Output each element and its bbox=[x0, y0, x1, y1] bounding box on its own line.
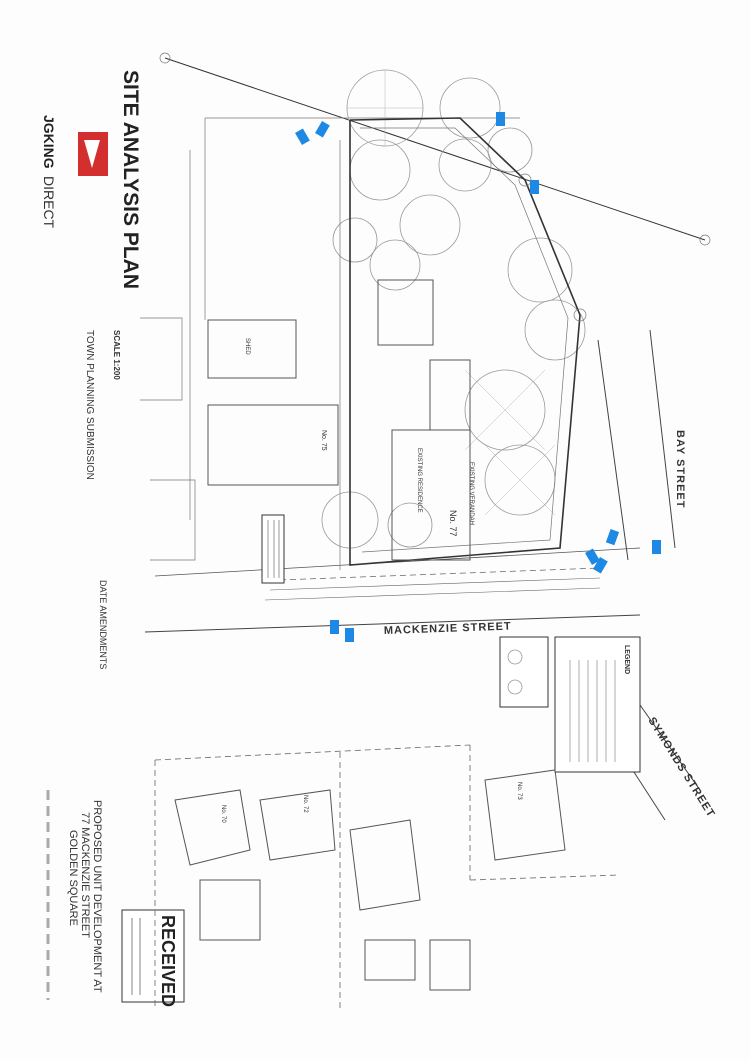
existing-verandah-label: EXISTING VERANDAH bbox=[468, 462, 474, 525]
existing-residence-label: EXISTING RESIDENCE bbox=[416, 448, 422, 513]
bay-street bbox=[597, 329, 676, 561]
existing-garage bbox=[377, 279, 434, 346]
lot-no73-label: No. 73 bbox=[516, 782, 522, 800]
project-line-2: 77 MACKENZIE STREET bbox=[79, 812, 91, 938]
shed-label: SHED bbox=[244, 338, 250, 355]
symonds-street-label: SYMONDS STREET bbox=[645, 715, 717, 820]
mackenzie-street bbox=[144, 547, 641, 633]
brand-prefix: JGKING bbox=[41, 115, 57, 169]
lot-no77-label: No. 77 bbox=[448, 510, 458, 537]
neighbour-no75 bbox=[207, 404, 339, 486]
plan-title: SITE ANALYSIS PLAN bbox=[119, 70, 142, 289]
view-arrows bbox=[295, 112, 661, 642]
status-label: TOWN PLANNING SUBMISSION bbox=[84, 330, 95, 480]
bay-street-label: BAY STREET bbox=[674, 430, 686, 508]
logo-cut bbox=[84, 140, 100, 168]
mackenzie-street-label: MACKENZIE STREET bbox=[384, 621, 512, 637]
brand-logo bbox=[78, 132, 108, 176]
shed bbox=[207, 319, 297, 379]
scale-label: SCALE 1:200 bbox=[112, 330, 121, 380]
legend-box bbox=[554, 636, 641, 773]
brand-suffix: DIRECT bbox=[41, 176, 57, 229]
tree-canopies bbox=[321, 69, 586, 549]
notes-box bbox=[261, 514, 285, 584]
project-line-3: GOLDEN SQUARE bbox=[67, 830, 79, 926]
legend-heading: LEGEND bbox=[623, 645, 630, 674]
existing-residence bbox=[391, 429, 471, 561]
legend-symbols-box bbox=[499, 636, 549, 708]
sun-path-line bbox=[164, 57, 706, 241]
amendments-label: DATE AMENDMENTS bbox=[98, 580, 108, 669]
lower-lots bbox=[154, 744, 621, 1010]
lot-no70-label: No. 70 bbox=[220, 805, 226, 823]
project-line-1: PROPOSED UNIT DEVELOPMENT AT bbox=[91, 800, 103, 993]
neighbour-no75-label: No. 75 bbox=[320, 430, 327, 451]
legend-lines bbox=[569, 660, 616, 762]
received-text: RECEIVED bbox=[158, 915, 178, 1007]
site-boundary bbox=[349, 117, 581, 566]
existing-porch bbox=[429, 359, 471, 431]
lot-no72-label: No. 72 bbox=[302, 795, 308, 813]
